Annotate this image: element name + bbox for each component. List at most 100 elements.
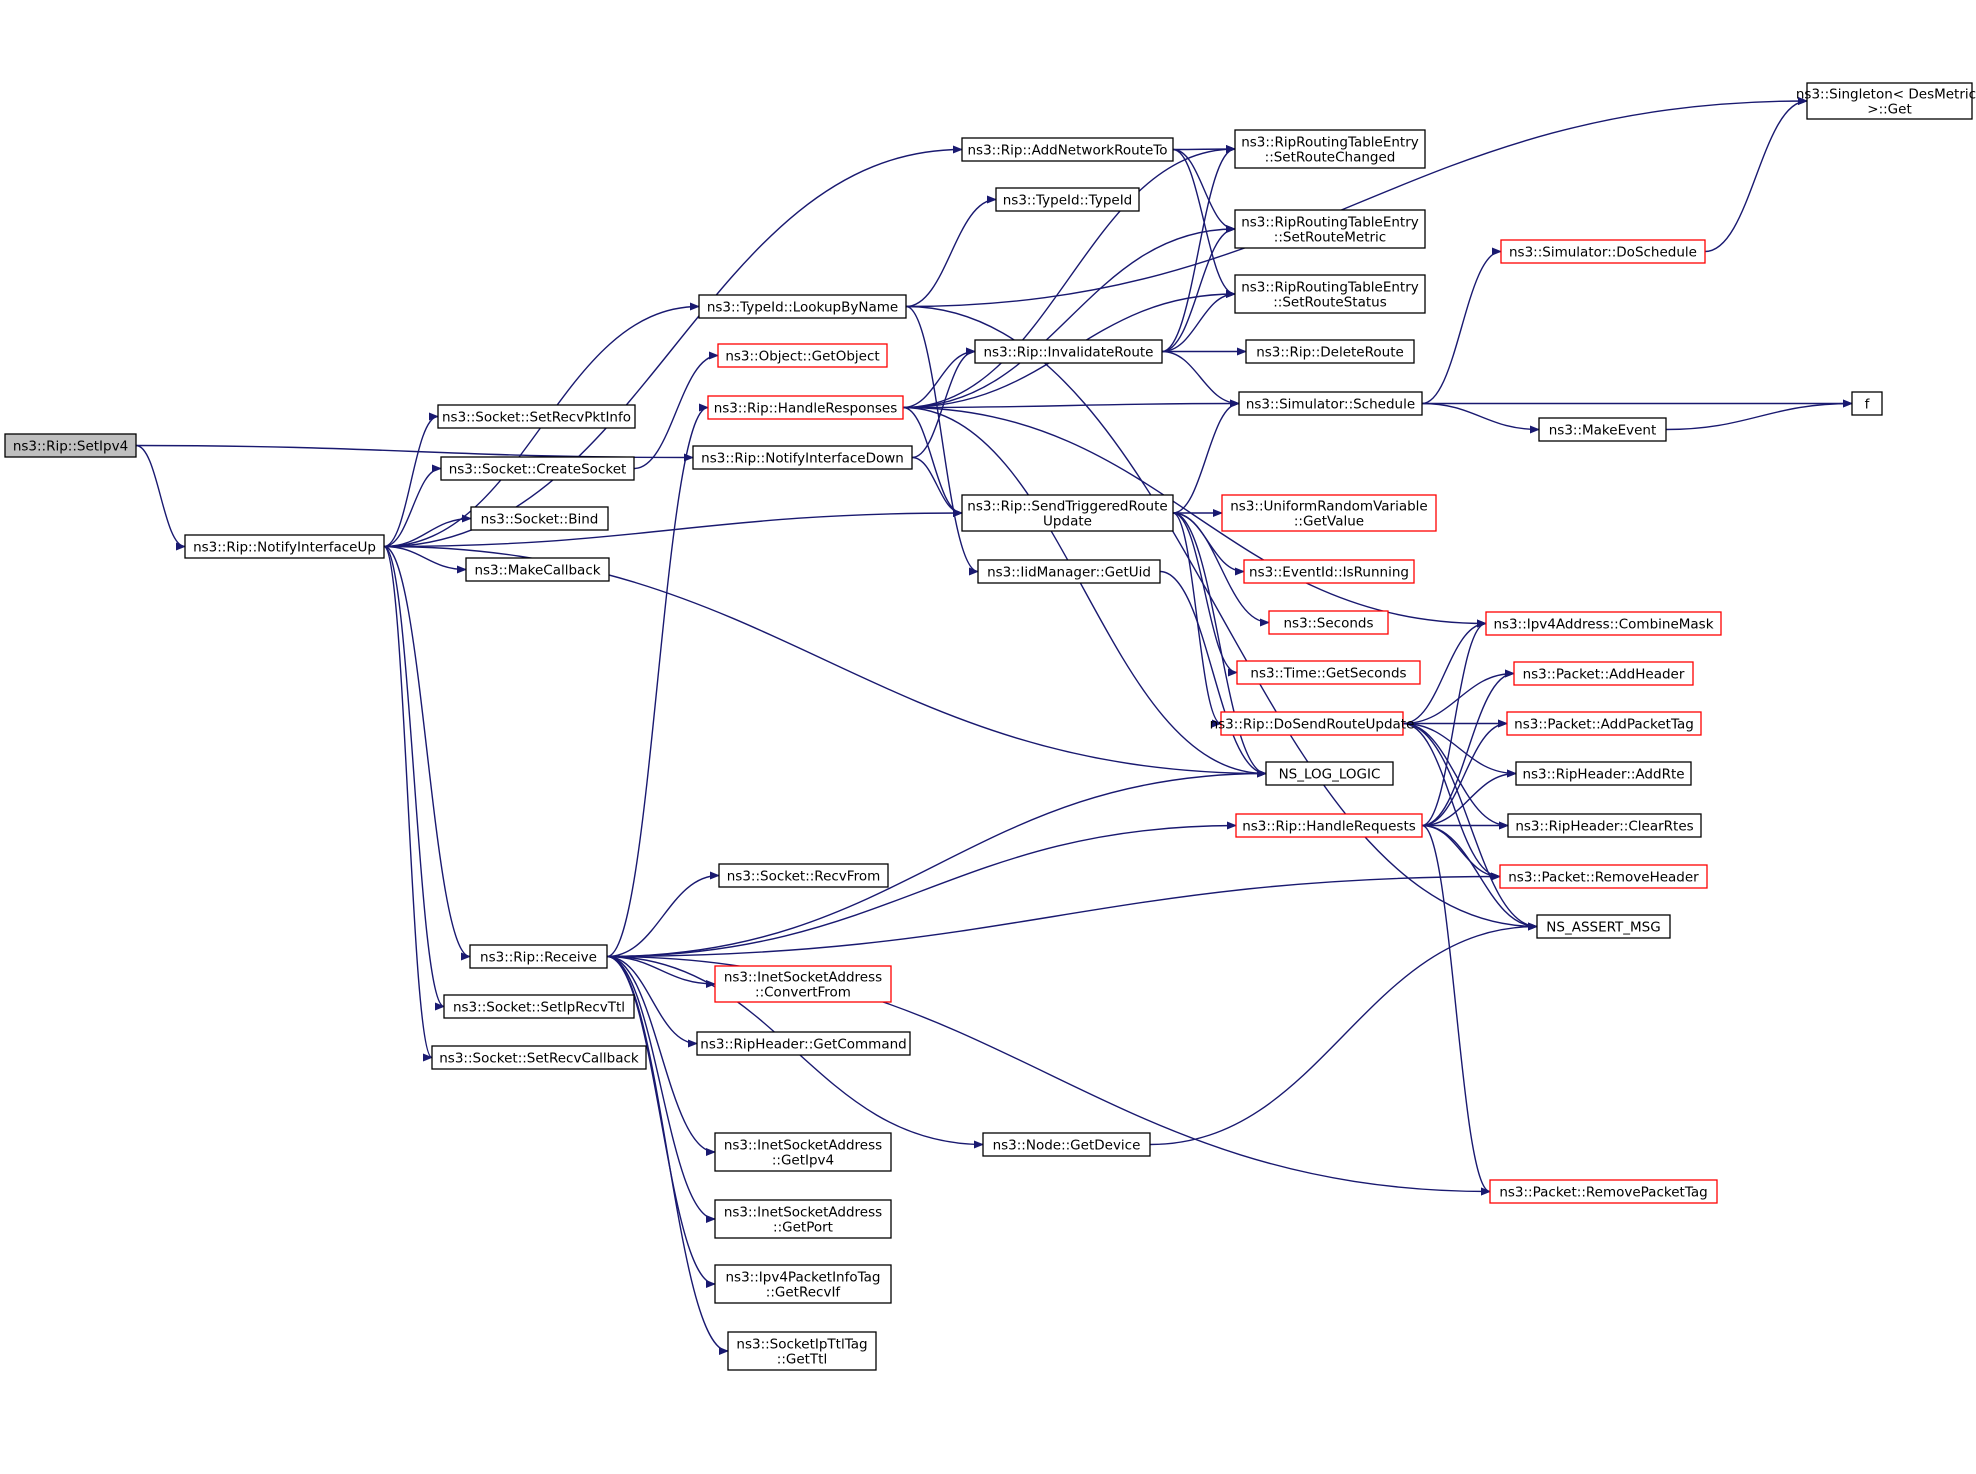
graph-node-n40[interactable]: f xyxy=(1851,391,1883,416)
graph-node-n14[interactable]: ns3::InetSocketAddress::ConvertFrom xyxy=(714,965,892,1003)
node-box xyxy=(995,187,1140,212)
graph-node-n36[interactable]: NS_LOG_LOGIC xyxy=(1265,761,1394,786)
call-edge-n41-n40 xyxy=(1665,399,1853,431)
graph-node-n29[interactable]: ns3::Rip::DeleteRoute xyxy=(1245,339,1415,364)
graph-node-n49[interactable]: ns3::Packet::RemovePacketTag xyxy=(1489,1179,1718,1204)
graph-node-n8[interactable]: ns3::Socket::SetIpRecvTtl xyxy=(443,994,635,1019)
call-edge-n12-n27 xyxy=(902,225,1236,409)
node-label: NS_ASSERT_MSG xyxy=(1546,920,1660,936)
graph-node-n13[interactable]: ns3::Socket::RecvFrom xyxy=(718,863,889,888)
call-edge-n20-n26 xyxy=(1172,145,1236,154)
graph-node-n2[interactable]: ns3::Rip::NotifyInterfaceDown xyxy=(692,445,913,470)
call-edge-n7-n19 xyxy=(606,955,729,1355)
graph-node-n27[interactable]: ns3::RipRoutingTableEntry::SetRouteMetri… xyxy=(1234,209,1426,249)
graph-node-n44[interactable]: ns3::Packet::AddPacketTag xyxy=(1506,711,1702,736)
call-edge-n23-n30 xyxy=(1172,399,1240,514)
graph-node-n34[interactable]: ns3::Time::GetSeconds xyxy=(1236,660,1421,685)
graph-node-n12[interactable]: ns3::Rip::HandleResponses xyxy=(707,395,904,420)
graph-node-n48[interactable]: NS_ASSERT_MSG xyxy=(1536,914,1671,939)
node-label: ns3::Packet::RemovePacketTag xyxy=(1499,1185,1707,1201)
graph-node-n47[interactable]: ns3::Packet::RemoveHeader xyxy=(1499,864,1708,889)
node-box xyxy=(961,137,1174,162)
graph-node-n11[interactable]: ns3::Object::GetObject xyxy=(717,343,888,368)
graph-node-n3[interactable]: ns3::Socket::SetRecvPktInfo xyxy=(437,404,636,429)
graph-node-n35[interactable]: ns3::Rip::DoSendRouteUpdate xyxy=(1210,711,1415,736)
graph-node-n17[interactable]: ns3::InetSocketAddress::GetPort xyxy=(714,1199,892,1239)
node-label: ::GetRecvIf xyxy=(766,1285,842,1301)
node-label: ::ConvertFrom xyxy=(755,985,851,1001)
call-edge-n1-n5 xyxy=(383,514,472,548)
node-label: ns3::Rip::SendTriggeredRoute xyxy=(967,499,1167,515)
graph-node-n9[interactable]: ns3::Socket::SetRecvCallback xyxy=(431,1045,647,1070)
node-label: ns3::Seconds xyxy=(1284,616,1374,632)
node-box xyxy=(1234,274,1426,314)
call-edge-n7-n16 xyxy=(606,955,716,1156)
node-box xyxy=(1220,711,1404,736)
graph-node-n41[interactable]: ns3::MakeEvent xyxy=(1538,417,1667,442)
graph-node-n10[interactable]: ns3::TypeId::LookupByName xyxy=(698,294,907,319)
graph-node-n0[interactable]: ns3::Rip::SetIpv4 xyxy=(4,433,137,458)
graph-node-n15[interactable]: ns3::RipHeader::GetCommand xyxy=(696,1031,911,1056)
node-box xyxy=(696,1031,911,1056)
graph-node-n37[interactable]: ns3::Rip::HandleRequests xyxy=(1235,813,1423,838)
graph-node-n21[interactable]: ns3::TypeId::TypeId xyxy=(995,187,1140,212)
graph-node-n20[interactable]: ns3::Rip::AddNetworkRouteTo xyxy=(961,137,1174,162)
call-edge-n37-n44 xyxy=(1421,719,1508,827)
node-box xyxy=(1485,611,1722,636)
graph-node-n45[interactable]: ns3::RipHeader::AddRte xyxy=(1515,761,1692,786)
node-label: NS_LOG_LOGIC xyxy=(1279,767,1381,783)
graph-node-n46[interactable]: ns3::RipHeader::ClearRtes xyxy=(1507,813,1702,838)
call-edge-n10-n24 xyxy=(905,305,979,576)
node-box xyxy=(1245,339,1415,364)
graph-node-n26[interactable]: ns3::RipRoutingTableEntry::SetRouteChang… xyxy=(1234,129,1426,169)
graph-node-n30[interactable]: ns3::Simulator::Schedule xyxy=(1238,391,1423,416)
graph-node-n6[interactable]: ns3::MakeCallback xyxy=(465,557,610,582)
call-edge-n1-n4 xyxy=(383,464,442,548)
call-edge-n23-n33 xyxy=(1172,512,1270,627)
node-label: ::SetRouteStatus xyxy=(1273,295,1386,311)
call-edge-n12-n23 xyxy=(902,406,963,517)
graph-node-n4[interactable]: ns3::Socket::CreateSocket xyxy=(440,456,635,481)
call-edge-n39-n38 xyxy=(1704,97,1808,253)
call-edge-n12-n22 xyxy=(902,347,976,409)
graph-node-n33[interactable]: ns3::Seconds xyxy=(1268,610,1389,635)
node-box xyxy=(470,506,609,531)
node-label: ns3::Rip::NotifyInterfaceDown xyxy=(701,451,904,467)
graph-node-n32[interactable]: ns3::EventId::IsRunning xyxy=(1243,559,1415,584)
node-label: ns3::Socket::CreateSocket xyxy=(449,462,627,478)
call-edge-n12-n26 xyxy=(902,145,1236,409)
graph-node-n5[interactable]: ns3::Socket::Bind xyxy=(470,506,609,531)
graph-node-n19[interactable]: ns3::SocketIpTtlTag::GetTtl xyxy=(727,1331,877,1371)
node-label: ::GetPort xyxy=(773,1220,833,1236)
call-edge-n7-n15 xyxy=(606,955,698,1048)
graph-node-n16[interactable]: ns3::InetSocketAddress::GetIpv4 xyxy=(714,1132,892,1172)
node-box xyxy=(437,404,636,429)
node-label: ns3::Packet::AddHeader xyxy=(1523,667,1685,683)
graph-node-n1[interactable]: ns3::Rip::NotifyInterfaceUp xyxy=(184,534,385,559)
node-label: ns3::InetSocketAddress xyxy=(724,1138,882,1154)
graph-node-n43[interactable]: ns3::Packet::AddHeader xyxy=(1513,661,1694,686)
graph-node-n42[interactable]: ns3::Ipv4Address::CombineMask xyxy=(1485,611,1722,636)
call-edge-n37-n49 xyxy=(1421,824,1491,1196)
call-edge-n37-n43 xyxy=(1421,669,1515,827)
node-label: ns3::Rip::AddNetworkRouteTo xyxy=(968,143,1168,159)
node-box xyxy=(431,1045,647,1070)
graph-node-n28[interactable]: ns3::RipRoutingTableEntry::SetRouteStatu… xyxy=(1234,274,1426,314)
call-edge-n22-n26 xyxy=(1161,145,1236,353)
node-box xyxy=(982,1132,1151,1157)
node-box xyxy=(1268,610,1389,635)
call-edge-n7-n13 xyxy=(606,871,720,958)
node-label: ns3::Socket::SetIpRecvTtl xyxy=(453,1000,625,1016)
node-box xyxy=(1507,813,1702,838)
graph-node-n24[interactable]: ns3::IidManager::GetUid xyxy=(977,559,1161,584)
graph-node-n39[interactable]: ns3::Simulator::DoSchedule xyxy=(1500,239,1706,264)
call-edge-n35-n45 xyxy=(1402,722,1517,778)
graph-node-n7[interactable]: ns3::Rip::Receive xyxy=(469,944,608,969)
graph-node-n18[interactable]: ns3::Ipv4PacketInfoTag::GetRecvIf xyxy=(714,1264,892,1304)
graph-node-n22[interactable]: ns3::Rip::InvalidateRoute xyxy=(974,339,1163,364)
graph-node-n31[interactable]: ns3::UniformRandomVariable::GetValue xyxy=(1221,494,1437,532)
graph-node-n25[interactable]: ns3::Node::GetDevice xyxy=(982,1132,1151,1157)
graph-node-n38[interactable]: ns3::Singleton< DesMetrics >::Get xyxy=(1796,82,1976,120)
